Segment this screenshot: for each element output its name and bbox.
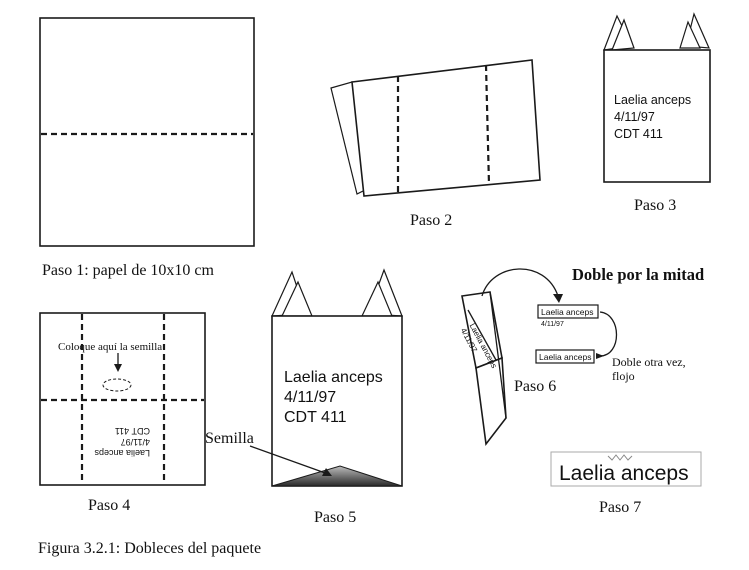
packet-body-5 [271, 315, 403, 487]
caption-paso-3: Paso 3 [634, 197, 676, 214]
strip-arrow-head [596, 353, 604, 359]
doble-otra-line-2: flojo [612, 369, 635, 383]
packet-body [603, 49, 711, 183]
strip-top-text-2: 4/11/97 [541, 321, 564, 328]
folded-strip [351, 59, 541, 197]
strip-bottom-text: Laelia anceps [539, 352, 591, 362]
step-4-seed-placement: Coloque aquí la semilla Laelia anceps 4/… [39, 312, 206, 486]
fold-arrow-arc [481, 268, 559, 297]
packet5-label-line-3: CDT 411 [284, 409, 347, 426]
label-strip-top [537, 304, 599, 319]
caption-paso-5: Paso 5 [314, 509, 356, 526]
seed-spot [102, 378, 132, 392]
step-6-folding: Laelia anceps 4/11/97 Laelia anceps 4/11… [459, 268, 618, 447]
packet-label-line-3: CDT 411 [614, 127, 663, 141]
semilla-pointer [249, 445, 329, 475]
left-flap-inner [611, 18, 635, 51]
fold-arrow-head [553, 294, 563, 303]
packet5-label-line-2: 4/11/97 [284, 389, 336, 406]
final-label-text: Laelia anceps [559, 462, 689, 485]
figure-caption: Figura 3.2.1: Dobleces del paquete [38, 540, 261, 557]
caption-paso-2: Paso 2 [410, 212, 452, 229]
step-2-folded-strip [330, 59, 541, 197]
seed-instruction: Coloque aquí la semilla [58, 341, 162, 353]
seed-pocket [271, 465, 403, 487]
label-strip-bottom [535, 349, 595, 364]
packet-side-bottom [475, 356, 507, 447]
right-flap-inner [679, 20, 701, 49]
caption-paso-1: Paso 1: papel de 10x10 cm [42, 262, 215, 279]
step-1-square-paper [39, 17, 255, 247]
fold-bracket [599, 311, 618, 357]
doble-mitad-label: Doble por la mitad [572, 265, 704, 284]
packet-side-edge-2 [489, 291, 507, 419]
semilla-label: Semilla [205, 430, 254, 447]
step-5-packet-with-seed: Laelia anceps 4/11/97 CDT 411 [271, 268, 403, 487]
packet-label-line-2: 4/11/97 [614, 110, 655, 124]
paper-square [39, 17, 255, 247]
step-3-packet: Laelia anceps 4/11/97 CDT 411 [603, 12, 711, 183]
packet-side-edge [467, 309, 497, 361]
caption-paso-4: Paso 4 [88, 497, 130, 514]
inverted-label-line-2: 4/11/97 [121, 437, 150, 447]
inverted-label-line-1: Laelia anceps [94, 448, 150, 458]
fold-line-right [484, 64, 491, 186]
caption-paso-6: Paso 6 [514, 378, 556, 395]
seam-zigzag [607, 454, 633, 461]
inverted-label-line-3: CDT 411 [115, 426, 150, 436]
upside-down-label: Laelia anceps 4/11/97 CDT 411 [94, 426, 150, 458]
step-7-final-label: Laelia anceps [550, 451, 702, 487]
semilla-pointer-head [322, 468, 332, 476]
packet5-label-line-1: Laelia anceps [284, 369, 383, 386]
packet-label-line-1: Laelia anceps [614, 93, 691, 107]
doble-otra-line-1: Doble otra vez, [612, 355, 686, 369]
strip-top-text: Laelia anceps [541, 307, 593, 317]
seed-arrow-head [114, 364, 122, 372]
caption-paso-7: Paso 7 [599, 499, 641, 516]
